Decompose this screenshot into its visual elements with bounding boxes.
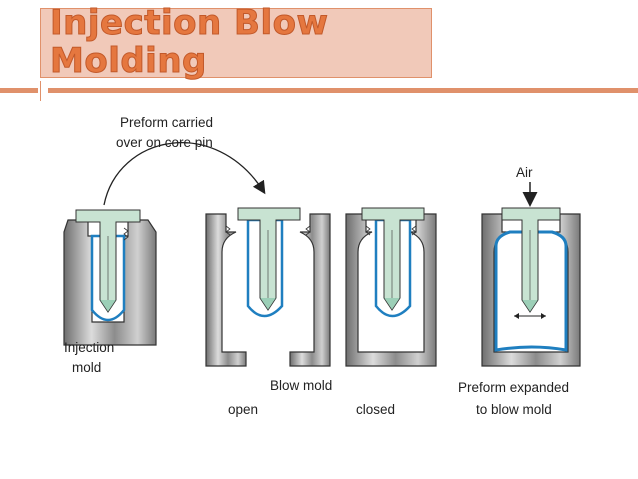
preform-expanded-mold <box>481 182 581 367</box>
expanded-label-line-1: Preform expanded <box>458 380 570 395</box>
blow-mold-label: Blow mold <box>270 378 333 393</box>
open-label: open <box>228 402 259 417</box>
injection-mold <box>63 209 157 346</box>
title-rule-tick <box>40 81 41 101</box>
blow-mold-closed <box>345 207 437 367</box>
transfer-arrow <box>103 142 266 206</box>
injection-mold-label-line-2: mold <box>72 360 102 375</box>
title-box <box>40 8 432 78</box>
injection-mold-label-line-1: Injection <box>64 340 115 355</box>
title-rule-right <box>48 88 638 93</box>
expanded-label-line-2: to blow mold <box>476 402 552 417</box>
title-rule-left <box>0 88 38 93</box>
blow-mold-open <box>205 207 331 367</box>
title-line-2: Molding <box>50 41 207 81</box>
transfer-label-line-2: over on core pin <box>116 135 213 150</box>
air-label: Air <box>516 165 533 180</box>
slide-title: Injection Blow Molding <box>50 3 430 81</box>
closed-label: closed <box>356 402 396 417</box>
transfer-label-line-1: Preform carried <box>120 115 214 130</box>
title-line-1: Injection Blow <box>50 3 329 43</box>
